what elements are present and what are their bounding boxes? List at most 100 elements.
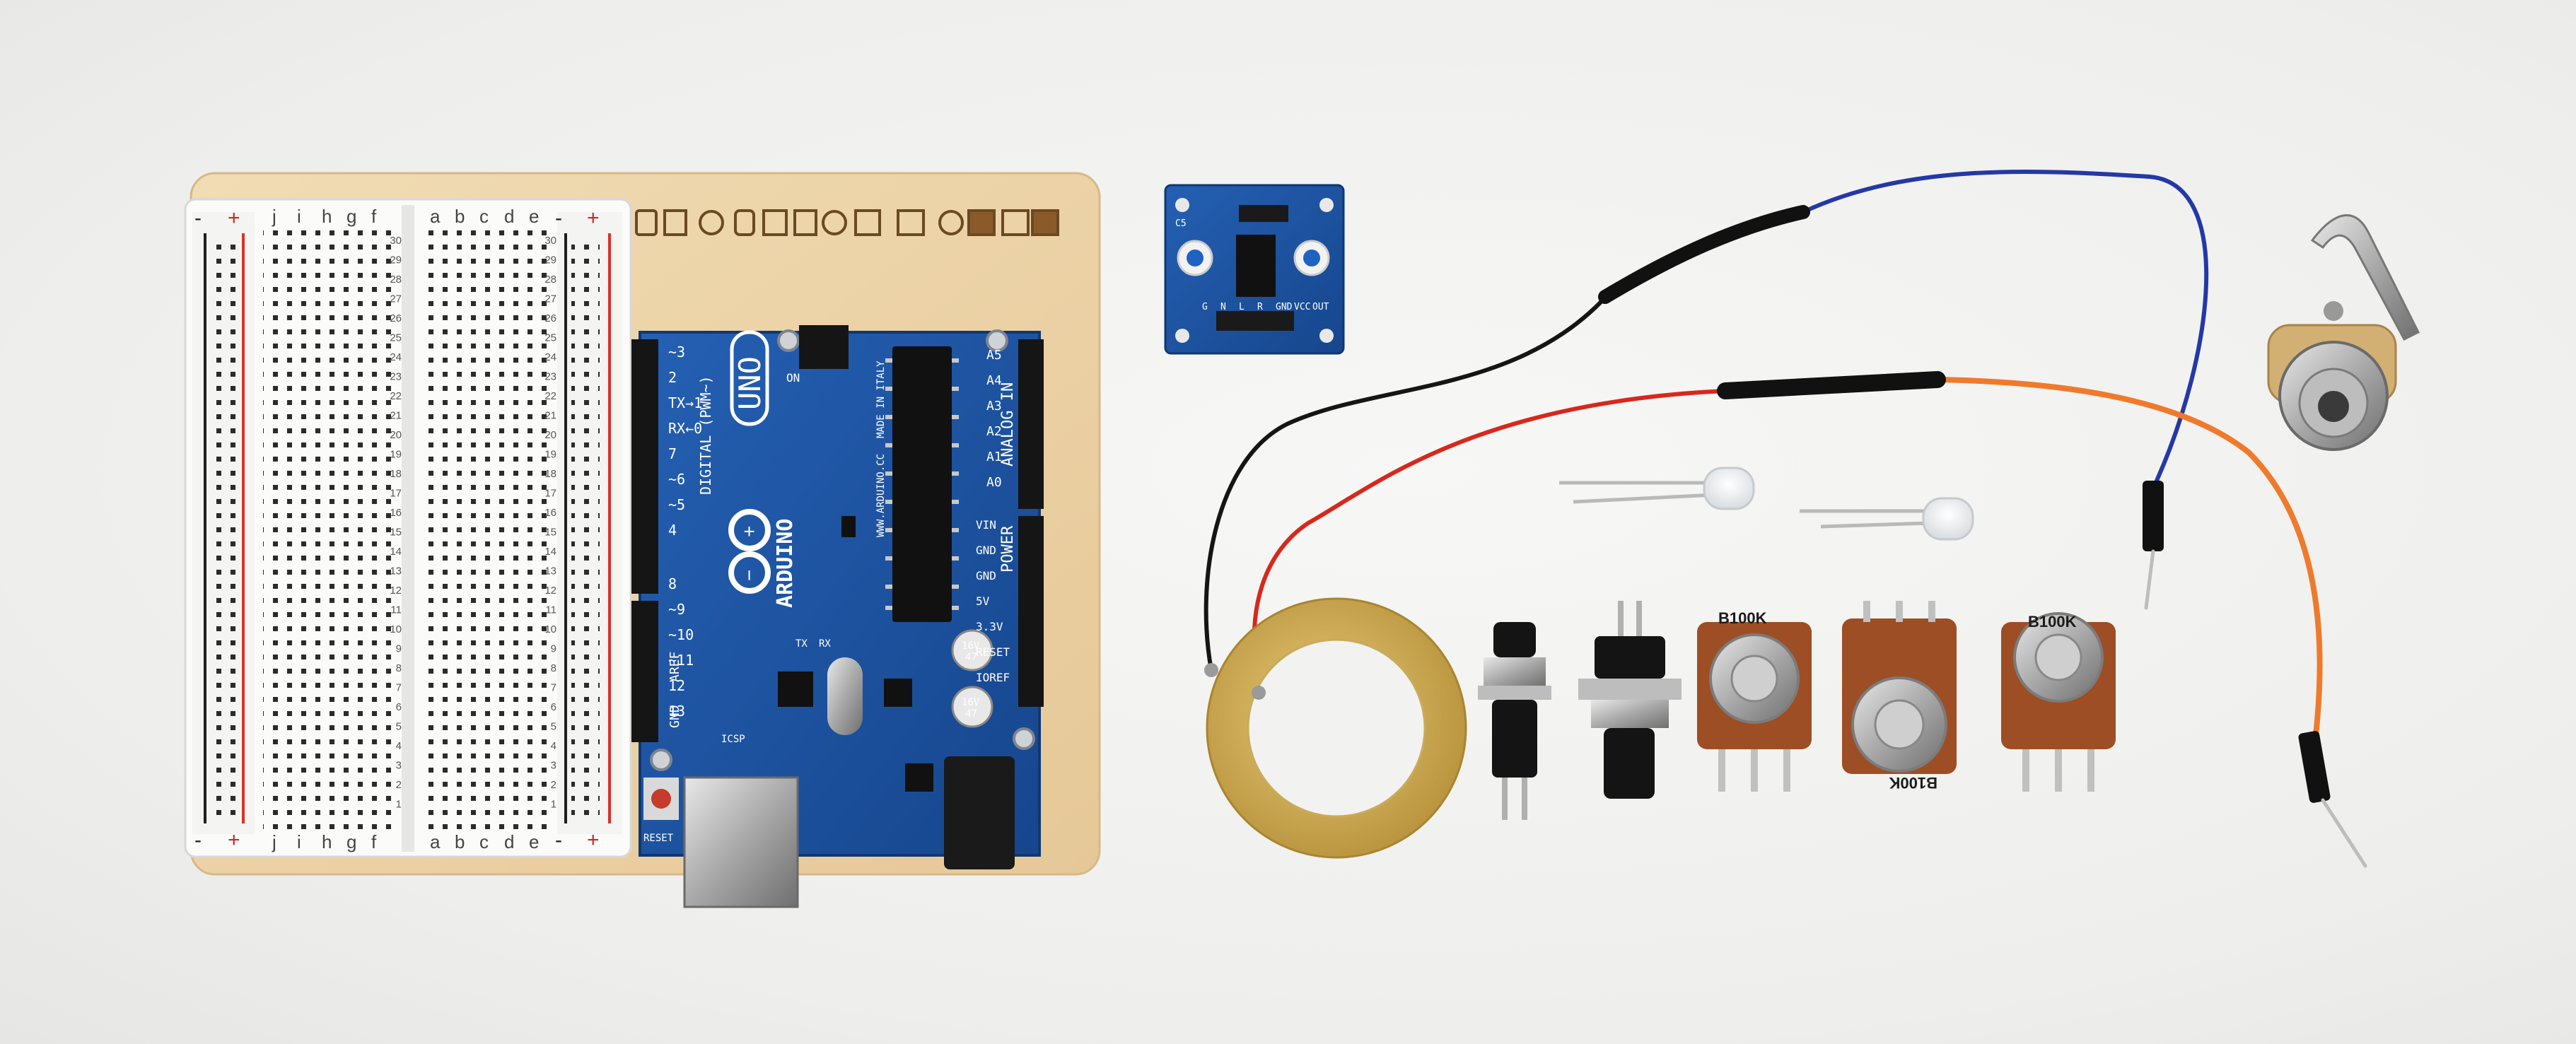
aref-label: AREF [668,652,682,682]
bb-letter-g-bottom: g [346,831,356,852]
breadboard-row-number: 20 [544,429,556,441]
led-right [1800,497,1974,541]
bb-letter-c: c [479,206,489,227]
digital-pin-label: 7 [668,445,677,462]
breadboard: - + - + - + - + j i h g f a b c d e j i … [184,198,632,858]
power-pin-label: VIN [976,518,996,532]
breadboard-row-number: 23 [544,371,556,383]
breadboard-row-number: 21 [544,410,556,422]
digital-pin-label: TX→1 [668,394,702,411]
breadboard-row-number: 24 [544,351,556,363]
breadboard-row-number: 20 [390,429,402,441]
breadboard-row-number: 11 [390,604,402,616]
breadboard-row-number: 15 [544,527,556,539]
breadboard-row-number: 9 [551,643,556,655]
breadboard-row-number: 4 [551,740,556,752]
analog-pin-label: A5 [986,348,1002,363]
power-pin-label: RESET [976,645,1010,659]
analog-pin-label: A2 [986,424,1002,439]
bb-letter-e-bottom: e [529,831,539,852]
breadboard-row-number: 17 [390,488,402,500]
pot-3-label: B100K [2028,613,2077,630]
breadboard-row-number: 29 [390,254,402,266]
bb-letter-b-bottom: b [455,831,465,852]
led-left [1559,467,1755,510]
breadboard-row-number: 17 [544,488,556,500]
breadboard-row-number: 1 [551,799,556,811]
bb-letter-f-bottom: f [371,831,377,852]
bb-letter-d-bottom: d [504,831,514,852]
breadboard-letters-top: j i h g f a b c d e [272,206,539,227]
pot-2-label: B100K [1889,774,1937,792]
bb-letter-a: a [430,206,441,227]
digital-pin-label: 8 [668,575,677,592]
breadboard-row-number: 15 [390,527,402,539]
capacitor-voltage-1: 16V [962,640,980,652]
digital-pin-label: ~5 [668,496,685,513]
module-pin-label: GND [1276,302,1293,312]
breadboard-row-number: 16 [544,507,556,519]
breadboard-row-number: 22 [544,390,556,402]
digital-pin-label: 4 [668,522,677,539]
breadboard-row-number: 6 [551,701,556,713]
bb-letter-f: f [371,206,377,227]
svg-text:−: − [738,570,760,581]
rail-minus-bottom-right: - [555,828,562,852]
capacitor-value-2: 47 [965,708,977,720]
breadboard-row-number: 11 [545,604,556,616]
breadboard-row-number: 19 [390,449,402,461]
breadboard-row-number: 2 [396,779,402,791]
bb-letter-j: j [272,206,276,227]
digital-pin-label: 13 [668,703,685,720]
breadboard-row-number: 3 [396,760,402,772]
breadboard-row-number: 30 [390,235,402,247]
breadboard-row-number: 21 [390,410,402,422]
breadboard-row-number: 7 [551,682,556,694]
rail-plus-top-right: + [587,206,600,230]
power-pin-label: GND [976,544,996,557]
analog-pin-label: A1 [986,450,1002,464]
module-pin-label: OUT [1312,302,1329,312]
breadboard-row-number: 6 [396,701,402,713]
engraved-icons [635,209,1059,236]
breadboard-row-number: 3 [551,760,556,772]
arduino-brand-text: ARDUINO [773,519,798,608]
rail-minus-bottom-left: - [194,828,202,852]
bb-letter-d: d [504,206,514,227]
tx-label: TX [795,638,808,650]
breadboard-row-number: 28 [544,274,556,286]
breadboard-row-numbers-left: 3029282726252423222120191817161514131211… [390,235,402,811]
breadboard-row-number: 8 [396,662,402,674]
rail-minus-top-left: - [194,206,202,230]
analog-in-label: ANALOG IN [999,382,1017,467]
gnd-label: GND [668,705,682,728]
digital-pin-label: ~6 [668,471,685,488]
audio-jack [2267,214,2420,451]
capacitor-value-1: 47 [965,652,977,663]
rail-minus-top-right: - [555,206,562,230]
breadboard-row-number: 10 [544,623,556,635]
breadboard-row-number: 12 [544,585,556,597]
reset-silk-label: RESET [643,833,674,844]
breadboard-row-number: 5 [396,721,402,733]
bb-letter-c-bottom: c [479,831,489,852]
breadboard-row-number: 8 [551,662,556,674]
potentiometer-2: B100K [1842,601,1957,792]
module-pin-label: L [1239,302,1245,312]
orange-wire [1935,377,2323,738]
potentiometer-1: B100K [1697,609,1812,792]
breadboard-row-number: 14 [390,546,402,558]
power-pin-label: 3.3V [976,620,1003,633]
bb-letter-j-bottom: j [272,831,276,852]
breadboard-row-number: 13 [390,565,402,577]
analog-pin-label: A3 [986,399,1002,414]
rx-label: RX [819,638,831,650]
made-in-italy-text: MADE IN ITALY [875,360,887,438]
breadboard-row-number: 27 [390,293,402,305]
module-pin-label: N [1220,302,1226,312]
